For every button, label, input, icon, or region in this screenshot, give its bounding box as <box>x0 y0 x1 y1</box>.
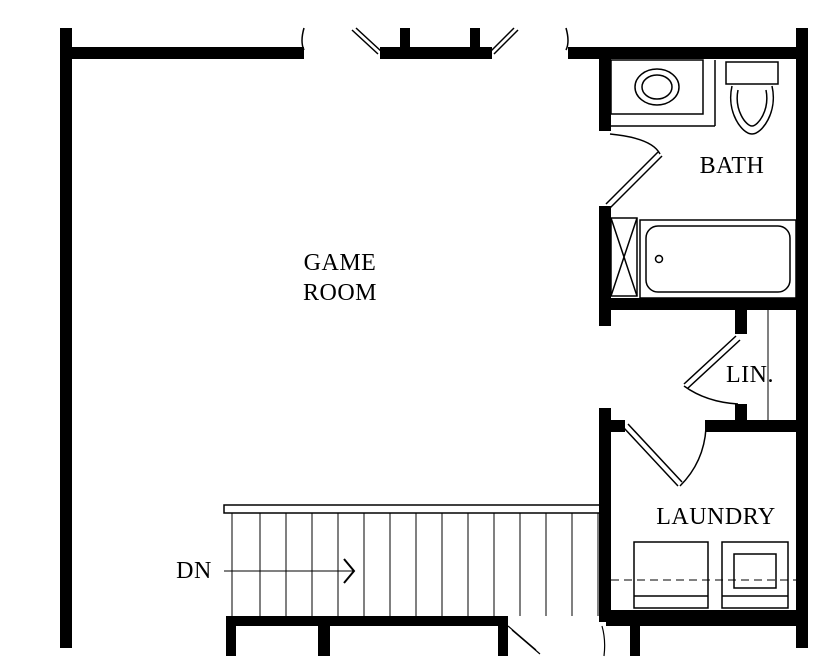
partition-wall-low <box>599 408 611 616</box>
sink-counter <box>610 59 704 115</box>
south-wall-left <box>226 616 506 626</box>
bath-door-leaf <box>605 151 663 209</box>
south-wall-stub-3 <box>498 616 508 656</box>
south-door-swing <box>601 625 606 657</box>
sink-bowl <box>641 74 673 100</box>
stair-handrail <box>223 504 601 514</box>
tub-closet <box>610 217 638 297</box>
tub-surround <box>639 219 797 299</box>
north-door-leaf-left <box>351 27 383 55</box>
linen-label: LIN. <box>726 362 774 388</box>
stairs-down-label: DN <box>176 558 212 584</box>
toilet-bowl <box>729 85 775 135</box>
toilet-seat <box>736 89 768 127</box>
laundry-north-wall-left <box>599 420 625 432</box>
south-wall-right <box>606 616 808 626</box>
partition-wall-top <box>599 55 611 131</box>
north-wall-right <box>568 47 808 59</box>
sink-basin <box>634 68 680 106</box>
east-wall <box>796 28 808 648</box>
toilet-tank <box>725 61 779 85</box>
linen-west-wall-top <box>735 308 747 334</box>
laundry-north-wall-right <box>705 420 808 432</box>
tub-drain <box>654 254 664 264</box>
linen-west-wall-bottom <box>735 404 747 424</box>
game-room-label: GAME ROOM <box>270 248 410 308</box>
north-wall-left <box>60 47 304 59</box>
linen-door-swing <box>683 385 739 405</box>
tub-basin <box>645 225 791 293</box>
bath-label: BATH <box>699 153 765 179</box>
south-wall-stub-2 <box>318 616 330 656</box>
game-room-label-line1: GAME <box>303 250 377 276</box>
game-room-label-line2: ROOM <box>302 280 377 306</box>
west-wall <box>60 28 72 648</box>
washer <box>633 541 709 609</box>
tub-closet-x <box>610 217 638 297</box>
dryer <box>721 541 789 609</box>
bath-south-wall <box>599 298 808 310</box>
north-mullion-2 <box>470 28 480 58</box>
linen-door-leaf <box>683 335 741 389</box>
south-wall-stub-1 <box>226 616 236 656</box>
north-mullion-1 <box>400 28 410 58</box>
laundry-door-swing <box>679 427 707 487</box>
north-door-leaf-right <box>489 27 519 55</box>
laundry-door-leaf <box>623 423 683 487</box>
north-door-arc-left <box>301 27 305 51</box>
laundry-label: LAUNDRY <box>656 504 776 530</box>
dryer-top <box>733 553 777 589</box>
partition-wall-mid <box>599 206 611 326</box>
bath-door-swing <box>609 133 661 155</box>
north-door-arc-right <box>565 27 569 51</box>
stair-arrow-head <box>343 558 356 584</box>
south-door-leaf <box>507 625 541 655</box>
south-wall-stub-4 <box>630 616 640 656</box>
stair-treads <box>231 513 599 616</box>
